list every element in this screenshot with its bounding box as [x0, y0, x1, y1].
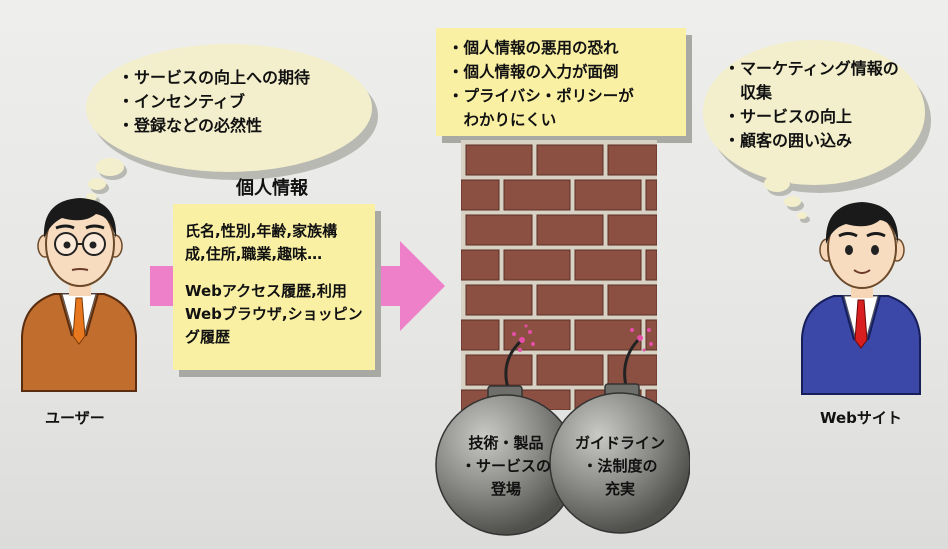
fuse-icon [504, 338, 524, 389]
brick [461, 249, 500, 281]
bubble-line: ・マーケティング情報の [724, 59, 899, 78]
user-figure [21, 198, 137, 392]
user-hair [43, 198, 117, 238]
brick [536, 284, 604, 316]
personal-info-title: 個人情報 [236, 178, 308, 199]
site-hair [825, 202, 899, 244]
spark-icon [512, 324, 535, 352]
brick [465, 284, 533, 316]
thought-puff [96, 158, 124, 176]
thought-puff [88, 178, 106, 190]
brick [465, 354, 533, 386]
site-brow [838, 232, 858, 238]
bomb-line: ・法制度の [582, 457, 658, 475]
thought-puff [764, 175, 790, 192]
user-lapel [85, 293, 99, 337]
bubble-line: ・登録などの必然性 [118, 116, 263, 135]
brick [574, 179, 642, 211]
thought-puff [784, 196, 801, 207]
user-mouth [71, 268, 89, 271]
bubble-line: ・インセンティブ [118, 92, 246, 111]
user-brow [55, 224, 75, 230]
user-expectations-text: ・サービスの向上への期待 ・インセンティブ ・登録などの必然性 [118, 66, 310, 138]
brick [607, 144, 657, 176]
fuse-icon [623, 336, 642, 387]
bubble-line: 収集 [724, 83, 773, 102]
concern-line: わかりにくい [448, 111, 557, 129]
site-brow [866, 232, 886, 238]
brick [645, 179, 657, 211]
brick [503, 179, 571, 211]
bomb-line: 登場 [490, 480, 521, 498]
bubble-line: ・サービスの向上への期待 [118, 68, 311, 87]
bomb-line: ガイドライン [574, 434, 665, 452]
bomb-right-icon [549, 392, 690, 534]
brick [461, 319, 500, 351]
brick [607, 284, 657, 316]
bomb-right-text: ガイドライン ・法制度の 充実 [567, 432, 673, 501]
user-eye [63, 241, 71, 249]
site-eye [871, 245, 879, 255]
concern-line: ・個人情報の入力が面倒 [448, 63, 619, 81]
brick [645, 319, 657, 351]
site-lapel [867, 295, 881, 341]
thought-puff [86, 193, 97, 201]
thought-puff [797, 212, 807, 219]
bombs [435, 324, 690, 536]
info-line: 成,住所,職業,趣味… [185, 245, 323, 263]
site-figure [801, 202, 921, 395]
user-eye [89, 241, 97, 249]
site-mouth [853, 269, 871, 274]
brick [607, 214, 657, 246]
brick [536, 214, 604, 246]
concerns-box [436, 28, 686, 136]
brick [574, 249, 642, 281]
site-thought-bubble [703, 40, 925, 185]
bomb-left-text: 技術・製品 ・サービスの 登場 [456, 432, 556, 501]
spark-icon [630, 328, 653, 352]
info-spacer [185, 266, 363, 280]
concerns-text: ・個人情報の悪用の恐れ ・個人情報の入力が面倒 ・プライバシ・ポリシーが わかり… [448, 36, 634, 132]
brick [536, 354, 604, 386]
bomb-line: 技術・製品 [468, 434, 544, 452]
brick [574, 319, 642, 351]
bricks [461, 144, 657, 410]
bubble-line: ・顧客の囲い込み [724, 131, 853, 150]
user-label: ユーザー [45, 409, 105, 427]
brick [503, 249, 571, 281]
bomb-line: 充実 [604, 480, 635, 498]
user-lapel [59, 293, 73, 337]
brick [465, 144, 533, 176]
site-label: Webサイト [820, 409, 902, 427]
brick [607, 354, 657, 386]
user-brow [85, 224, 105, 230]
info-line: グ履歴 [185, 328, 231, 346]
personal-info-box [173, 204, 375, 370]
personal-info-text: 氏名,性別,年齢,家族構 成,住所,職業,趣味… Webアクセス履歴,利用 We… [185, 220, 363, 349]
brick-wall [461, 140, 657, 410]
concern-line: ・個人情報の悪用の恐れ [448, 39, 619, 57]
user-thought-bubble [86, 44, 372, 172]
user-tie [72, 297, 86, 345]
brick [461, 179, 500, 211]
site-lapel [841, 295, 855, 341]
brick [645, 249, 657, 281]
concern-line: ・プライバシ・ポリシーが [448, 87, 634, 105]
brick [536, 144, 604, 176]
info-line: Webブラウザ,ショッピン [185, 305, 363, 323]
site-tie [854, 299, 868, 349]
brick [465, 214, 533, 246]
site-goals-text: ・マーケティング情報の 収集 ・サービスの向上 ・顧客の囲い込み [724, 57, 899, 153]
bomb-line: ・サービスの [460, 457, 551, 475]
info-line: Webアクセス履歴,利用 [185, 282, 347, 300]
bubble-line: ・サービスの向上 [724, 107, 853, 126]
site-eye [845, 245, 853, 255]
info-line: 氏名,性別,年齢,家族構 [185, 222, 338, 240]
